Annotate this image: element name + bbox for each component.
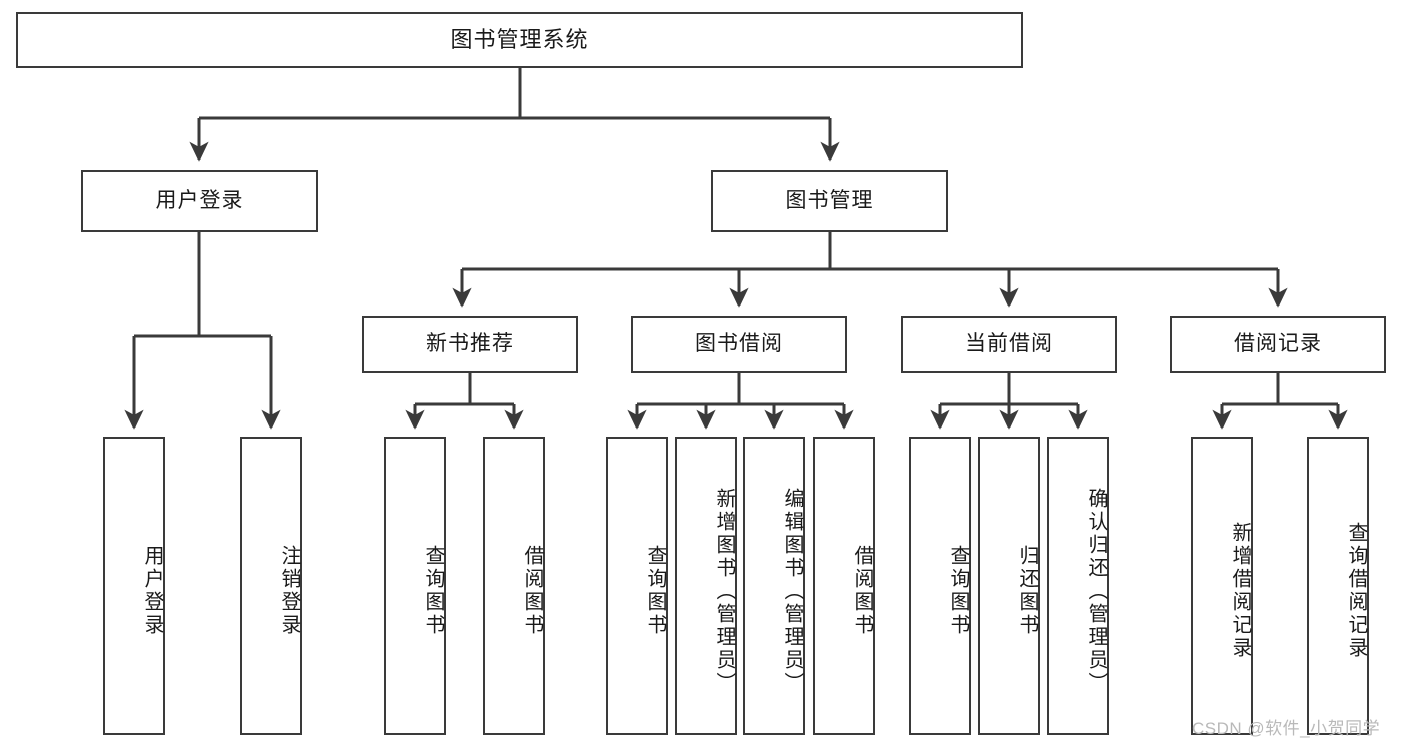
- node-leaf-logout[interactable]: 注销登录: [240, 437, 302, 735]
- node-book-borrow-label: 图书借阅: [695, 332, 783, 356]
- node-book-borrow[interactable]: 图书借阅: [631, 316, 847, 373]
- node-leaf-add-record[interactable]: 新增借阅记录: [1191, 437, 1253, 735]
- node-book-manage[interactable]: 图书管理: [711, 170, 948, 232]
- node-leaf-query-record[interactable]: 查询借阅记录: [1307, 437, 1369, 735]
- node-leaf-user-login[interactable]: 用户登录: [103, 437, 165, 735]
- node-leaf-query-book-1-label: 查询图书: [422, 545, 444, 637]
- node-leaf-add-book[interactable]: 新增图书（管理员）: [675, 437, 737, 735]
- node-borrow-record[interactable]: 借阅记录: [1170, 316, 1386, 373]
- node-leaf-query-book-2[interactable]: 查询图书: [606, 437, 668, 735]
- node-user-login-label: 用户登录: [155, 188, 244, 212]
- node-leaf-query-book-3[interactable]: 查询图书: [909, 437, 971, 735]
- node-leaf-borrow-book-1[interactable]: 借阅图书: [483, 437, 545, 735]
- node-leaf-borrow-book-1-label: 借阅图书: [521, 545, 543, 637]
- node-current-borrow-label: 当前借阅: [965, 332, 1053, 356]
- node-leaf-query-book-1[interactable]: 查询图书: [384, 437, 446, 735]
- node-book-manage-label: 图书管理: [785, 188, 874, 212]
- node-leaf-query-book-3-label: 查询图书: [947, 545, 969, 637]
- node-user-login[interactable]: 用户登录: [81, 170, 318, 232]
- node-leaf-confirm-return-label: 确认归还（管理员）: [1085, 487, 1107, 695]
- node-leaf-borrow-book-2-label: 借阅图书: [851, 545, 873, 637]
- node-leaf-add-book-label: 新增图书（管理员）: [713, 487, 735, 695]
- node-leaf-user-login-label: 用户登录: [141, 545, 163, 637]
- node-new-book-rec[interactable]: 新书推荐: [362, 316, 578, 373]
- node-root-label: 图书管理系统: [450, 27, 589, 53]
- node-leaf-confirm-return[interactable]: 确认归还（管理员）: [1047, 437, 1109, 735]
- node-current-borrow[interactable]: 当前借阅: [901, 316, 1117, 373]
- node-leaf-return-book[interactable]: 归还图书: [978, 437, 1040, 735]
- node-leaf-return-book-label: 归还图书: [1016, 545, 1038, 637]
- node-new-book-rec-label: 新书推荐: [426, 332, 514, 356]
- node-leaf-query-record-label: 查询借阅记录: [1345, 522, 1367, 660]
- node-root[interactable]: 图书管理系统: [16, 12, 1023, 68]
- node-leaf-add-record-label: 新增借阅记录: [1229, 522, 1251, 660]
- node-leaf-borrow-book-2[interactable]: 借阅图书: [813, 437, 875, 735]
- watermark-csdn: CSDN @软件_小贺同学: [1192, 719, 1381, 738]
- node-leaf-edit-book-label: 编辑图书（管理员）: [781, 487, 803, 695]
- node-leaf-edit-book[interactable]: 编辑图书（管理员）: [743, 437, 805, 735]
- node-leaf-logout-label: 注销登录: [278, 545, 300, 637]
- node-leaf-query-book-2-label: 查询图书: [644, 545, 666, 637]
- node-borrow-record-label: 借阅记录: [1234, 332, 1322, 356]
